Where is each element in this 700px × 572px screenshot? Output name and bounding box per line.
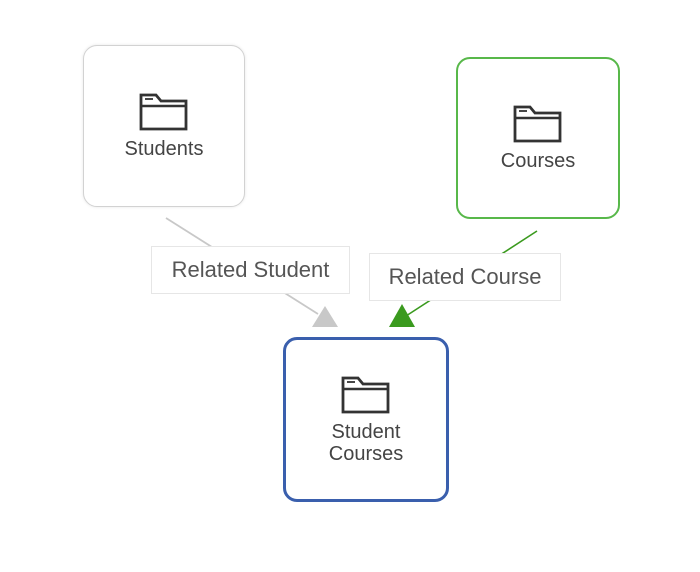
edge-label-related-student: Related Student [151, 246, 350, 294]
node-students[interactable]: Students [83, 45, 245, 207]
edge-arrowhead-related-course [389, 304, 415, 327]
node-label: Students [124, 138, 204, 160]
node-courses[interactable]: Courses [456, 57, 620, 219]
edge-arrowhead-related-student [312, 306, 338, 327]
folder-icon [139, 93, 188, 131]
folder-icon [341, 376, 390, 413]
folder-icon [513, 105, 562, 143]
node-student-courses[interactable]: Student Courses [283, 337, 449, 502]
node-label: Student Courses [328, 420, 404, 465]
edge-label-related-course: Related Course [369, 253, 561, 301]
node-label: Courses [500, 150, 576, 172]
